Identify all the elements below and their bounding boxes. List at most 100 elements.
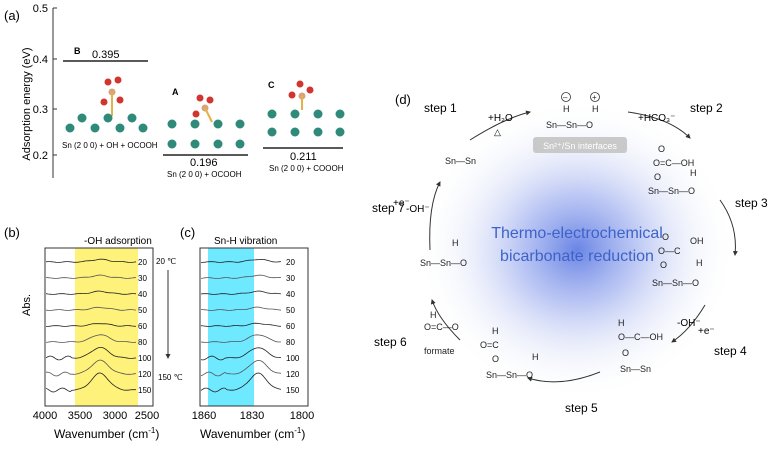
spectrum-30	[200, 274, 282, 279]
temp-label-120: 120	[138, 370, 152, 379]
svg-text:O: O	[492, 354, 499, 364]
reagent-h2o: +H₂O	[488, 113, 513, 124]
spectrum-20	[201, 258, 282, 263]
step-4-label: step 4	[714, 344, 747, 358]
svg-text:–: –	[563, 93, 568, 102]
arrow-step2	[627, 111, 691, 139]
panel-a: (a) Adsorption energy (eV) 0.5 0.4 0.3 0…	[4, 3, 345, 179]
svg-text:OH: OH	[690, 236, 704, 246]
step-6-label: step 6	[374, 335, 407, 349]
panel-c-xlabel: Wavenumber (cm-1)	[200, 426, 305, 441]
temp-label-120: 120	[286, 370, 300, 379]
panel-b-spectra	[45, 258, 137, 393]
panel-b-temp-top: 20 ℃	[156, 257, 176, 266]
svg-text:H: H	[592, 104, 599, 114]
svg-text:O=C—O: O=C—O	[424, 322, 459, 332]
reagent-oh-step4: -OH⁻	[677, 318, 701, 329]
interface-badge-label: Sn²⁺/Sn interfaces	[543, 141, 617, 151]
temp-label-60: 60	[138, 322, 147, 331]
panel-c-label: (c)	[180, 225, 195, 240]
spectrum-100	[45, 347, 137, 361]
level-a-letter: A	[172, 87, 179, 97]
panel-b-xlabel: Wavenumber (cm-1)	[54, 426, 159, 441]
arrow-step1	[469, 110, 531, 141]
spectrum-50	[201, 306, 282, 311]
molecule-step1: Sn—Sn	[445, 156, 476, 166]
spectrum-30	[45, 274, 137, 279]
arrow-step3	[719, 199, 738, 256]
temp-label-20: 20	[286, 258, 295, 267]
svg-text:H: H	[532, 352, 539, 362]
xtick: 1830	[240, 410, 264, 422]
spectrum-120	[45, 359, 137, 377]
level-b-desc: Sn (2 0 0) + OH + OCOOH	[62, 141, 158, 150]
reagent-e-step4: +e⁻	[698, 326, 715, 337]
temp-label-30: 30	[138, 274, 147, 283]
spectrum-80	[200, 334, 282, 343]
center-title-line1: Thermo-electrochemical	[491, 225, 663, 242]
molecule-step7: H Sn—Sn—O	[420, 238, 467, 268]
step-2-label: step 2	[690, 101, 723, 115]
panel-b: (b) Abs. -OH adsorption 2030405060801001…	[4, 225, 183, 441]
temp-label-40: 40	[138, 290, 147, 299]
svg-text:H: H	[696, 258, 703, 268]
svg-text:O: O	[654, 172, 661, 182]
spectrum-20	[45, 258, 137, 263]
cycle-arrows	[429, 110, 738, 383]
panel-b-label: (b)	[4, 225, 20, 240]
interface-badge	[533, 137, 627, 153]
svg-text:O—C—OH: O—C—OH	[618, 332, 663, 342]
temp-label-20: 20	[138, 258, 147, 267]
molecule-formate: H O=C—O formate	[424, 310, 459, 356]
panel-d: (d) Thermo-electrochemical bicarbonate r…	[372, 92, 768, 415]
spectrum-150	[200, 372, 282, 393]
temp-label-40: 40	[286, 290, 295, 299]
svg-text:H: H	[618, 318, 625, 328]
temp-label-100: 100	[286, 354, 300, 363]
level-c-letter: C	[268, 80, 275, 90]
panel-a-yticks: 0.5 0.4 0.3 0.2	[33, 3, 57, 162]
spectrum-100	[200, 347, 281, 361]
step-1-label: step 1	[424, 101, 457, 115]
molecule-step4: H O—C—OH O Sn—Sn	[618, 318, 663, 374]
svg-text:Sn—Sn—O: Sn—Sn—O	[420, 258, 467, 268]
xtick: 1860	[192, 410, 216, 422]
svg-text:O: O	[658, 144, 665, 154]
panel-c: (c) Sn-H vibration 203040506080100120150…	[180, 225, 314, 441]
panel-b-xticks: 4000 3500 3000 2500	[33, 410, 159, 422]
step-5-label: step 5	[565, 401, 598, 415]
xtick: 3500	[68, 410, 92, 422]
reagent-hco3: +HCO₃⁻	[638, 113, 675, 124]
xtick: 1800	[290, 410, 314, 422]
svg-text:H: H	[563, 104, 570, 114]
xtick: 3000	[103, 410, 127, 422]
level-b-value: 0.395	[92, 49, 120, 61]
svg-text:Sn—Sn: Sn—Sn	[445, 156, 476, 166]
svg-text:H: H	[492, 326, 499, 336]
level-a-value: 0.196	[190, 157, 218, 169]
temp-label-80: 80	[138, 338, 147, 347]
svg-text:H: H	[452, 238, 459, 248]
spectrum-50	[45, 306, 137, 311]
temp-label-50: 50	[138, 306, 147, 315]
level-c-desc: Sn (2 0 0) + COOOH	[269, 164, 344, 173]
temp-label-80: 80	[286, 338, 295, 347]
spectrum-60	[46, 323, 137, 327]
svg-text:O—C: O—C	[658, 246, 681, 256]
svg-text:H: H	[690, 168, 697, 178]
spectrum-40	[200, 290, 282, 295]
structure-c	[267, 80, 345, 137]
spectrum-60	[200, 322, 282, 327]
reagent-heat: △	[494, 127, 501, 137]
structure-a	[167, 94, 245, 149]
level-a-desc: Sn (2 0 0) + OCOOH	[167, 170, 242, 179]
step-3-label: step 3	[735, 196, 768, 210]
panel-b-title: -OH adsorption	[84, 236, 152, 247]
svg-text:O: O	[660, 260, 667, 270]
